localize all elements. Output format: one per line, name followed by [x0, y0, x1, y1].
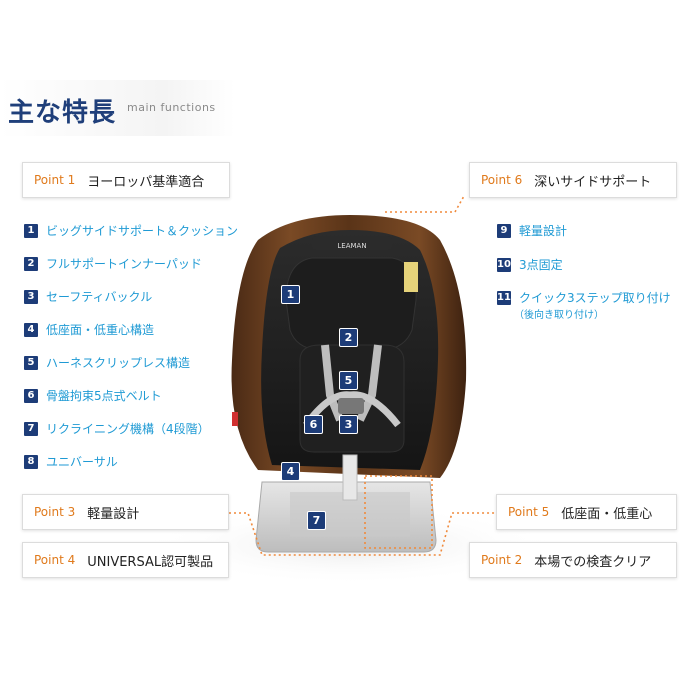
point-2-box: Point 2 本場での検査クリア	[469, 542, 677, 578]
feature-label: 骨盤拘束5点式ベルト	[46, 389, 162, 403]
seat-marker-4: 4	[281, 462, 300, 481]
feature-item-3: 3 セーフティバックル	[24, 288, 152, 305]
feature-number: 9	[497, 223, 511, 238]
seat-marker-3: 3	[339, 415, 358, 434]
point-4-text: UNIVERSAL認可製品	[87, 554, 214, 570]
feature-label: 軽量設計	[519, 224, 568, 238]
feature-item-4: 4 低座面・低重心構造	[24, 321, 154, 338]
point-3-box: Point 3 軽量設計	[22, 494, 229, 530]
point-1-text: ヨーロッパ基準適合	[87, 174, 205, 190]
point-5-box: Point 5 低座面・低重心	[496, 494, 677, 530]
feature-number: 1	[24, 223, 38, 238]
feature-number: 8	[24, 454, 38, 469]
feature-number: 7	[24, 421, 38, 436]
feature-label: 低座面・低重心構造	[46, 323, 155, 337]
feature-label: 3点固定	[519, 258, 563, 272]
point-6-text: 深いサイドサポート	[534, 174, 652, 190]
point-6-box: Point 6 深いサイドサポート	[469, 162, 677, 198]
feature-number: 10	[497, 257, 511, 272]
point-5-tag: Point 5	[508, 505, 550, 519]
page-title: 主な特長	[8, 98, 117, 128]
point-6-tag: Point 6	[481, 173, 523, 187]
feature-item-11-sublabel: （後向き取り付け）	[514, 310, 604, 321]
point-4-tag: Point 4	[34, 553, 76, 567]
point-2-tag: Point 2	[481, 553, 523, 567]
feature-number: 11	[497, 290, 511, 305]
point-1-box: Point 1 ヨーロッパ基準適合	[22, 162, 230, 198]
title-background	[0, 80, 235, 136]
point-1-tag: Point 1	[34, 173, 76, 187]
feature-label: クイック3ステップ取り付け	[519, 291, 671, 305]
point-5-text: 低座面・低重心	[561, 506, 653, 522]
feature-item-5: 5 ハーネスクリップレス構造	[24, 354, 190, 371]
feature-number: 2	[24, 256, 38, 271]
seat-marker-1: 1	[281, 285, 300, 304]
feature-label: セーフティバックル	[46, 290, 153, 304]
point-3-tag: Point 3	[34, 505, 76, 519]
feature-number: 6	[24, 388, 38, 403]
feature-label: ユニバーサル	[46, 455, 118, 469]
seat-marker-5: 5	[339, 371, 358, 390]
feature-number: 3	[24, 289, 38, 304]
feature-label: フルサポートインナーパッド	[46, 257, 202, 271]
feature-item-8: 8 ユニバーサル	[24, 453, 118, 470]
point-3-text: 軽量設計	[87, 506, 140, 522]
point-4-box: Point 4 UNIVERSAL認可製品	[22, 542, 229, 578]
feature-item-6: 6 骨盤拘束5点式ベルト	[24, 387, 162, 404]
feature-label: ビッグサイドサポート＆クッション	[46, 224, 239, 238]
feature-item-1: 1 ビッグサイドサポート＆クッション	[24, 222, 238, 239]
feature-item-7: 7 リクライニング機構（4段階）	[24, 420, 210, 437]
feature-item-10: 10 3点固定	[497, 256, 563, 273]
seat-marker-2: 2	[339, 328, 358, 347]
page-subtitle: main functions	[127, 101, 216, 114]
feature-label: リクライニング機構（4段階）	[46, 422, 210, 436]
feature-item-9: 9 軽量設計	[497, 222, 567, 239]
seat-brand-label: LEAMAN	[337, 242, 366, 250]
seat-marker-6: 6	[304, 415, 323, 434]
feature-item-2: 2 フルサポートインナーパッド	[24, 255, 202, 272]
feature-label: ハーネスクリップレス構造	[46, 356, 191, 370]
feature-number: 4	[24, 322, 38, 337]
point-2-text: 本場での検査クリア	[534, 554, 652, 570]
feature-item-11: 11 クイック3ステップ取り付け	[497, 289, 671, 306]
seat-marker-7: 7	[307, 511, 326, 530]
feature-number: 5	[24, 355, 38, 370]
